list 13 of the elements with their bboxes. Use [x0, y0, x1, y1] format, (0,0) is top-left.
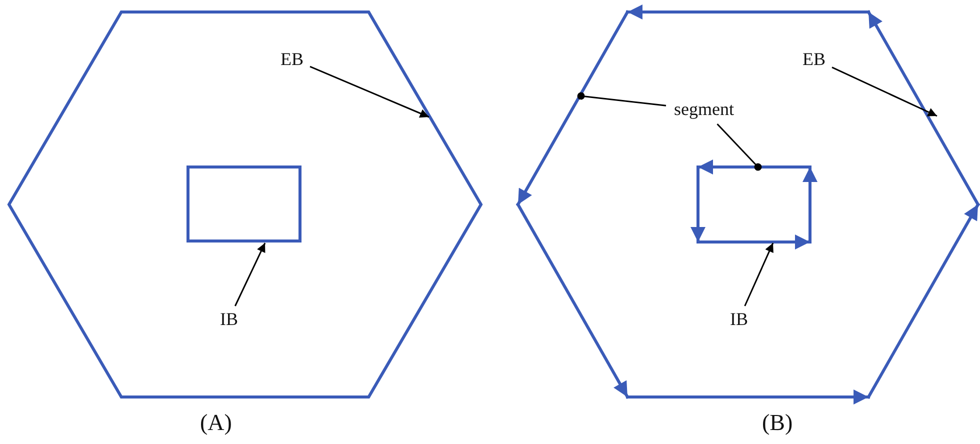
panel-label: (A) — [200, 410, 232, 436]
leader-line — [234, 242, 266, 306]
leader-line — [744, 242, 774, 306]
leader-line — [310, 66, 430, 118]
leader-line — [716, 123, 762, 171]
callout-label: IB — [214, 308, 244, 330]
leader-line — [832, 66, 938, 117]
callout-label: segment — [668, 98, 740, 122]
callout-label: IB — [724, 308, 754, 330]
callout-label: EB — [798, 48, 830, 70]
leader-line — [577, 92, 666, 106]
callout-label: EB — [276, 48, 308, 70]
panel-label: (B) — [762, 410, 793, 436]
